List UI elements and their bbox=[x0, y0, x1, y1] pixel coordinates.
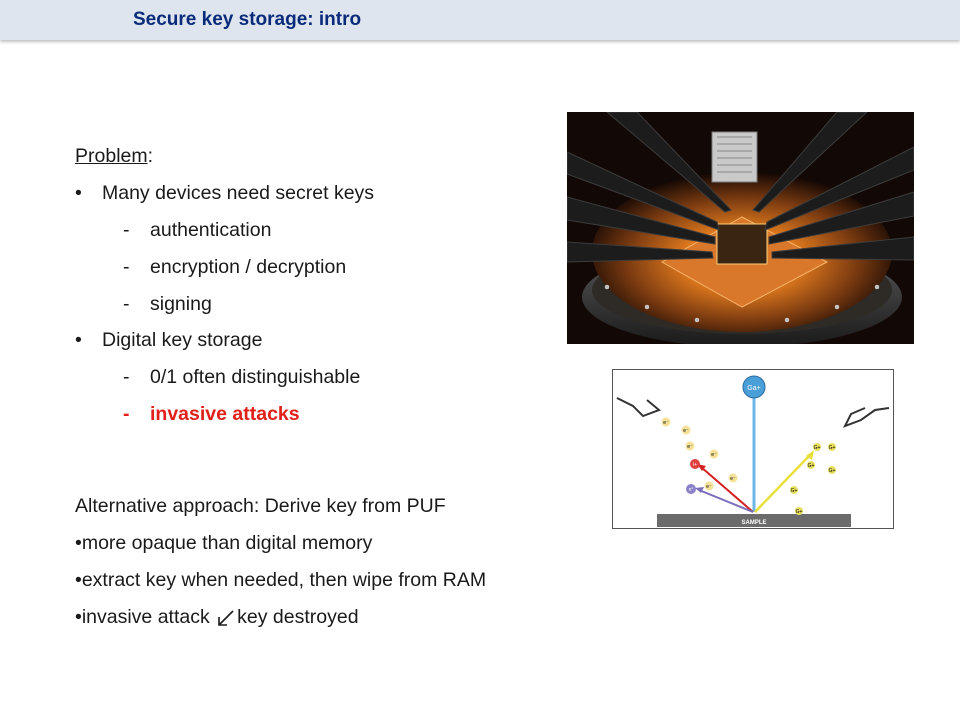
electron-label: e⁻ bbox=[730, 476, 736, 482]
sample-label: SAMPLE bbox=[741, 520, 766, 526]
problem-label: Problem bbox=[75, 145, 148, 167]
secondary-label: G+ bbox=[829, 445, 836, 451]
highlighted-sub-item: invasive attacks bbox=[150, 403, 300, 425]
chip-probe-station-photo bbox=[567, 112, 914, 344]
alternative-item: •invasive attack key destroyed bbox=[75, 605, 359, 629]
ion-beam-figure: SAMPLE Ga+ e⁻ e⁻ e⁻ e⁻ e⁻ e⁻ i+ n° G+ G+… bbox=[616, 375, 890, 527]
alternative-item: •more opaque than digital memory bbox=[75, 532, 373, 554]
beam-label: Ga+ bbox=[747, 385, 760, 392]
alternative-heading: Alternative approach: Derive key from PU… bbox=[75, 495, 446, 517]
secondary-label: G+ bbox=[829, 468, 836, 474]
implies-arrow-icon bbox=[218, 610, 234, 626]
problem-colon: : bbox=[147, 145, 154, 167]
neutral-label: n° bbox=[689, 487, 694, 493]
secondary-label: G+ bbox=[808, 463, 815, 469]
secondary-label: G+ bbox=[796, 509, 803, 515]
secondary-label: G+ bbox=[791, 488, 798, 494]
dash-marker: - bbox=[123, 366, 130, 388]
secondary-label: G+ bbox=[814, 445, 821, 451]
chip-photo-image bbox=[567, 112, 914, 344]
problem-heading: Problem: bbox=[75, 144, 153, 168]
electron-label: e⁻ bbox=[711, 452, 717, 458]
alternative-item-text: key destroyed bbox=[237, 606, 359, 628]
dash-marker: - bbox=[123, 219, 130, 241]
electron-label: e⁻ bbox=[706, 484, 712, 490]
alternative-item-text: •invasive attack bbox=[75, 606, 216, 628]
sub-item-text: signing bbox=[150, 293, 212, 315]
bullet-text: Many devices need secret keys bbox=[102, 182, 375, 204]
electron-label: e⁻ bbox=[683, 428, 689, 434]
ion-beam-diagram: SAMPLE Ga+ e⁻ e⁻ e⁻ e⁻ e⁻ e⁻ i+ n° G+ G+… bbox=[612, 369, 894, 529]
dash-marker: - bbox=[123, 403, 130, 425]
sub-item-text: 0/1 often distinguishable bbox=[150, 366, 361, 388]
alternative-item: •extract key when needed, then wipe from… bbox=[75, 569, 487, 591]
electron-label: e⁻ bbox=[687, 444, 693, 450]
bullet-dot: • bbox=[75, 329, 82, 351]
title-bar: Secure key storage: intro bbox=[0, 0, 960, 40]
dash-marker: - bbox=[123, 256, 130, 278]
sub-item-text: encryption / decryption bbox=[150, 256, 347, 278]
electron-label: e⁻ bbox=[663, 420, 669, 426]
bullet-text: Digital key storage bbox=[102, 329, 263, 351]
sub-item-text: authentication bbox=[150, 219, 272, 241]
slide-title: Secure key storage: intro bbox=[133, 9, 362, 30]
ion-label: i+ bbox=[693, 462, 697, 468]
bullet-dot: • bbox=[75, 182, 82, 204]
dash-marker: - bbox=[123, 293, 130, 315]
